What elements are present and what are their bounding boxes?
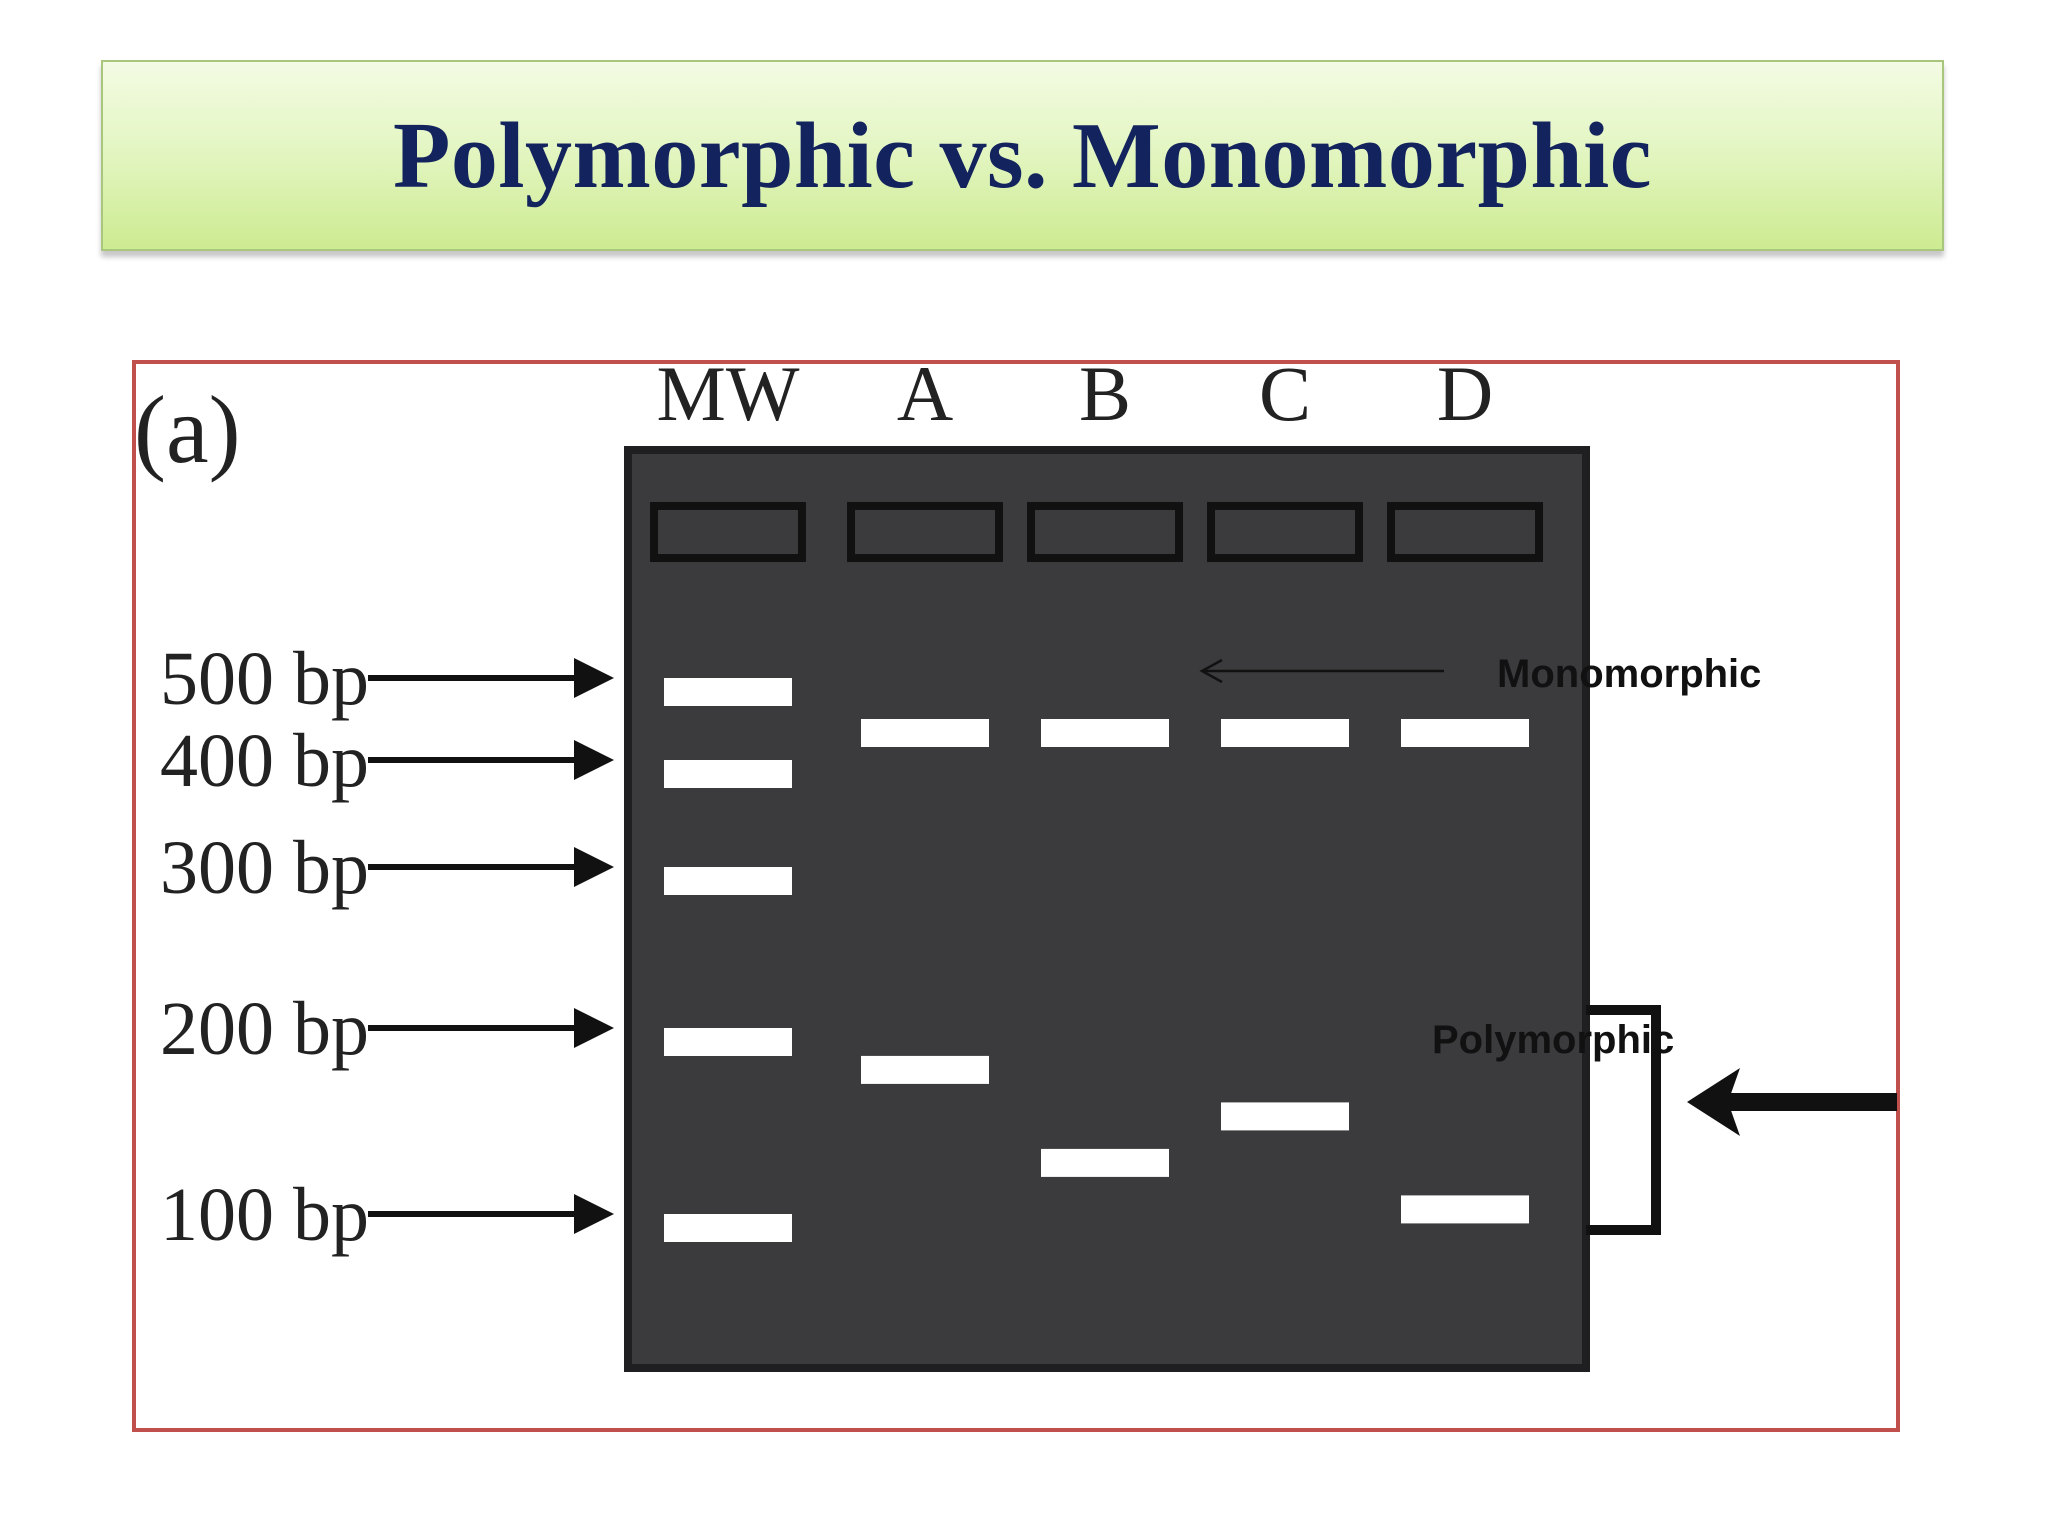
size-arrows: [368, 658, 614, 1234]
well-c: [1207, 502, 1363, 562]
size-arrowhead-icon-300: [574, 847, 614, 887]
polymorphic-arrowhead-icon: [1687, 1068, 1740, 1136]
size-arrow-shaft-500: [368, 675, 578, 681]
band-d-110: [1401, 1195, 1529, 1224]
size-label-200: 200 bp: [160, 987, 369, 1071]
bands: [664, 678, 1529, 1242]
size-arrow-shaft-200: [368, 1025, 578, 1031]
monomorphic-label: Monomorphic: [1497, 652, 1761, 696]
monomorphic-arrowhead-icon: [1199, 658, 1223, 684]
size-label-100: 100 bp: [160, 1173, 369, 1257]
polymorphic-bracket: [1586, 1005, 1661, 1235]
well-b: [1027, 502, 1183, 562]
size-arrowhead-icon-100: [574, 1194, 614, 1234]
size-arrowhead-icon-500: [574, 658, 614, 698]
size-label-300: 300 bp: [160, 826, 369, 910]
polymorphic-label: Polymorphic: [1432, 1018, 1674, 1062]
band-c-450: [1221, 719, 1349, 747]
ladder-band-400: [664, 760, 792, 788]
well-a: [847, 502, 1003, 562]
ladder-band-300: [664, 867, 792, 895]
band-a-185: [861, 1055, 989, 1084]
size-label-500: 500 bp: [160, 637, 369, 721]
band-c-160: [1221, 1102, 1349, 1131]
lane-label-c: C: [1259, 350, 1311, 437]
band-b-135: [1041, 1148, 1169, 1177]
lane-label-d: D: [1437, 350, 1493, 437]
wells: [650, 502, 1543, 562]
size-label-400: 400 bp: [160, 719, 369, 803]
band-b-450: [1041, 719, 1169, 747]
ladder-band-100: [664, 1214, 792, 1242]
size-arrowhead-icon-400: [574, 740, 614, 780]
lane-label-mw: MW: [657, 350, 800, 437]
well-mw: [650, 502, 806, 562]
well-d: [1387, 502, 1543, 562]
band-d-450: [1401, 719, 1529, 747]
ladder-band-200: [664, 1028, 792, 1056]
size-arrowhead-icon-200: [574, 1008, 614, 1048]
panel-label: (a): [134, 376, 241, 483]
size-arrow-shaft-400: [368, 757, 578, 763]
title-banner: Polymorphic vs. Monomorphic: [101, 60, 1944, 251]
polymorphic-arrow-shaft: [1715, 1093, 1897, 1111]
band-a-450: [861, 719, 989, 747]
ladder-band-500: [664, 678, 792, 706]
lane-labels: MW A B C D: [657, 350, 1494, 437]
lane-label-a: A: [897, 350, 953, 437]
size-arrow-shaft-100: [368, 1211, 578, 1217]
size-arrow-shaft-300: [368, 864, 578, 870]
lane-label-b: B: [1079, 350, 1131, 437]
slide-title: Polymorphic vs. Monomorphic: [393, 103, 1652, 208]
